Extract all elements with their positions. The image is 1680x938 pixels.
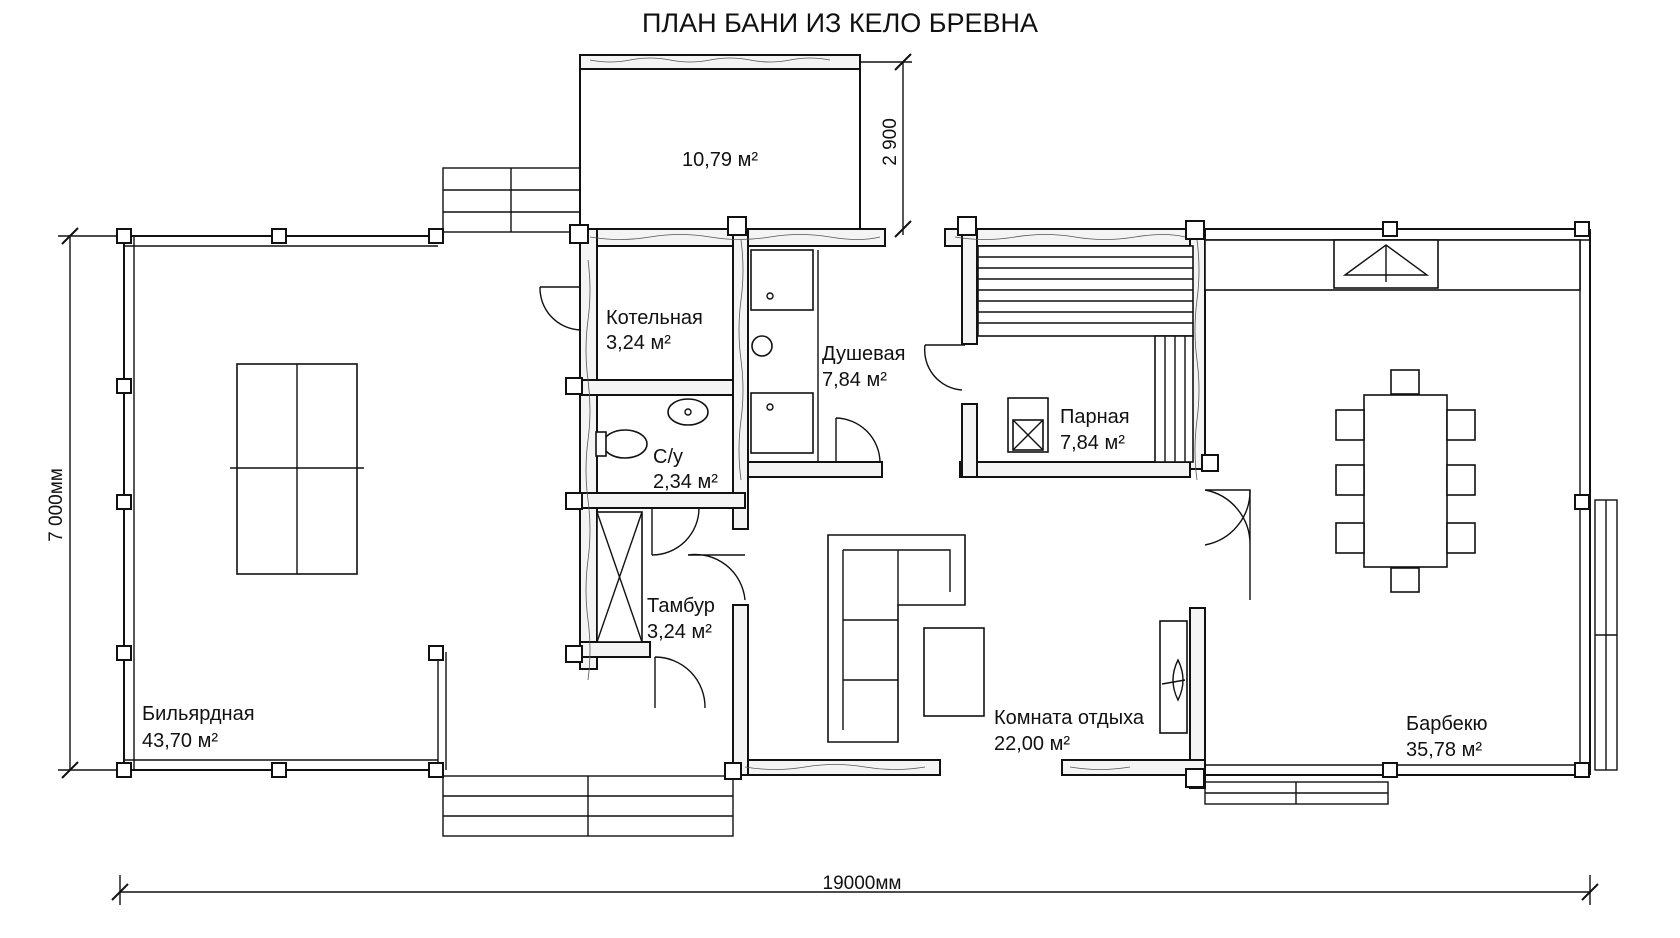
- stairs-bottom-right: [1204, 781, 1389, 805]
- dimension-height: 7 000мм: [46, 227, 130, 779]
- dimension-width: 19000мм: [111, 873, 1599, 905]
- shower-tray-1: [750, 249, 814, 311]
- bench-side: [1154, 335, 1194, 463]
- top-terrace: 10,79 м²: [579, 54, 861, 234]
- bbq-area: 35,78 м²: [1406, 739, 1482, 761]
- height-label: 7 000мм: [46, 468, 67, 542]
- dining-table: [1363, 394, 1448, 568]
- billiard-name: Бильярдная: [142, 703, 255, 725]
- toilet: [602, 429, 648, 459]
- shower-area: 7,84 м²: [822, 369, 887, 391]
- wc-area: 2,34 м²: [653, 471, 718, 493]
- steam-name: Парная: [1060, 406, 1130, 428]
- stairs-top-left: [442, 167, 581, 233]
- stairs-bottom-left: [442, 775, 734, 837]
- sink: [667, 398, 709, 426]
- bench-top: [977, 245, 1194, 337]
- bbq-terrace: Барбекю 35,78 м²: [1204, 221, 1591, 778]
- vestibule-room: Тамбур 3,24 м²: [596, 507, 746, 709]
- dimension-porch: 2 900: [860, 53, 912, 238]
- rest-name: Комната отдыха: [994, 707, 1145, 729]
- plan-title: ПЛАН БАНИ ИЗ КЕЛО БРЕВНА: [642, 8, 1038, 38]
- width-label: 19000мм: [823, 873, 902, 894]
- wc-name: С/у: [653, 446, 683, 468]
- wc-room: С/у 2,34 м²: [595, 398, 718, 493]
- steam-room: Парная 7,84 м²: [977, 245, 1194, 463]
- billiard-area: 43,70 м²: [142, 730, 218, 752]
- bbq-name: Барбекю: [1406, 713, 1487, 735]
- steam-area: 7,84 м²: [1060, 432, 1125, 454]
- vestibule-area: 3,24 м²: [647, 621, 712, 643]
- rest-room: Комната отдыха 22,00 м²: [827, 489, 1251, 755]
- rest-area: 22,00 м²: [994, 733, 1070, 755]
- boiler-name: Котельная: [606, 307, 703, 329]
- stairs-right: [1594, 499, 1618, 771]
- boiler-area: 3,24 м²: [606, 332, 671, 354]
- vestibule-name: Тамбур: [647, 595, 715, 617]
- terrace-top-area: 10,79 м²: [682, 149, 758, 171]
- coffee-table: [923, 627, 985, 717]
- boiler-room: Котельная 3,24 м²: [539, 286, 703, 354]
- billiard-room: Бильярдная 43,70 м²: [116, 228, 447, 778]
- shower-name: Душевая: [822, 343, 906, 365]
- porch-depth-label: 2 900: [880, 118, 901, 166]
- shower-room: Душевая 7,84 м²: [750, 249, 965, 463]
- shower-tray-2: [750, 392, 814, 454]
